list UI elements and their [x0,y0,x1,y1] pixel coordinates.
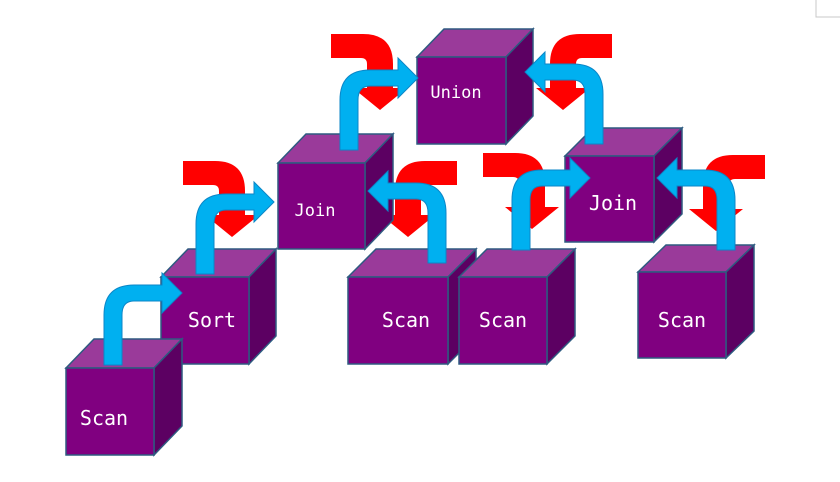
scan-center-right-node: Scan [457,247,577,366]
sort-label: Sort [188,308,236,332]
scan-center-right-label: Scan [479,308,527,332]
scan-middle-node: Scan [346,247,478,366]
scan-far-right-node: Scan [636,243,756,360]
scan-bottom-left-node: Scan [64,337,184,457]
scan-middle-label: Scan [382,308,430,332]
union-node: Union [415,27,535,146]
frame-corner [815,0,840,18]
scan-far-right-label: Scan [658,308,706,332]
scan-bottom-left-label: Scan [80,406,128,430]
join-left-label: Join [295,201,336,221]
union-label: Union [430,83,481,103]
join-right-label: Join [589,191,637,215]
